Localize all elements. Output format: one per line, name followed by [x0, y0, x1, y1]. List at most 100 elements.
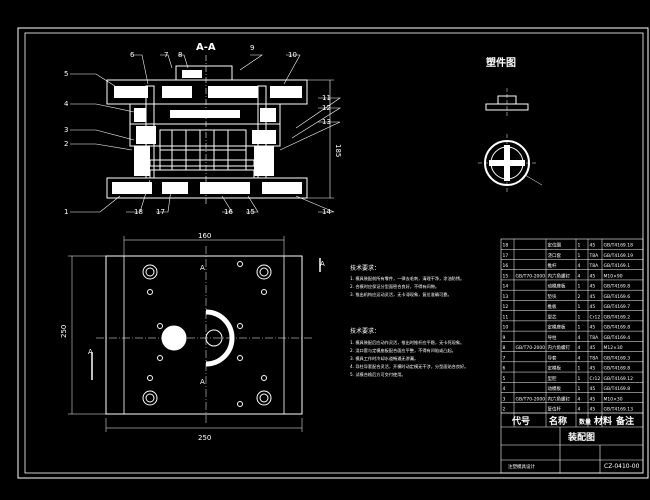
title-row-cell: 4 [578, 407, 581, 413]
callout-18: 18 [134, 208, 143, 216]
plan-marker-a-3: A [200, 264, 205, 272]
title-row-cell: 6 [503, 366, 506, 372]
title-row-cell: 定模板 [548, 365, 562, 372]
title-row-cell: 复位杆 [548, 406, 562, 413]
title-row-cell: 型芯 [548, 313, 557, 320]
plan-marker-a-2: A [88, 348, 93, 356]
callout-15: 15 [246, 208, 255, 216]
title-row-cell: GB/T4169.8 [604, 284, 631, 290]
title-row-cell: GB/T4169.1 [604, 263, 631, 269]
title-row-cell: 1 [578, 376, 581, 382]
plan-marker-a-1: A [320, 260, 325, 268]
title-row-cell: 1 [578, 284, 581, 290]
header-qty: 数量 [579, 418, 591, 426]
title-row-cell: 10 [503, 325, 509, 331]
tech-req-1-line: 2. 合模时应保证分型面密合良好，不得有间隙。 [350, 283, 439, 290]
section-view [106, 55, 334, 205]
callout-numbers: 1 2 3 4 5 6 7 8 9 10 11 12 13 14 15 16 1… [64, 44, 331, 216]
title-row-cell: GB/T4169.8 [604, 325, 631, 331]
title-row-cell: 定位圈 [548, 242, 562, 249]
title-row-cell: M10×90 [604, 273, 623, 279]
title-row-cell: 11 [503, 314, 509, 320]
callout-3: 3 [64, 126, 68, 134]
title-row-cell: 45 [590, 325, 596, 331]
title-row-cell: 45 [590, 407, 596, 413]
title-row-cell: 45 [590, 284, 596, 290]
callout-9: 9 [250, 44, 254, 52]
header-code: 代号 [511, 415, 530, 427]
title-row-cell: 45 [590, 396, 596, 402]
title-row-cell: Cr12 [590, 376, 601, 382]
title-row-cell: 垫块 [548, 293, 557, 300]
part-top-view [478, 134, 543, 192]
tech-req-1-line: 1. 模具装配前所有零件，一律去毛刺，清理干净，涂油防锈。 [350, 275, 464, 282]
part-view-title: 塑件图 [486, 56, 516, 69]
title-row-cell: 1 [578, 366, 581, 372]
school-name: 注塑模具设计 [508, 463, 535, 470]
title-row-cell: GB/T70-2000 [516, 345, 546, 351]
title-row-cell: 45 [590, 304, 596, 310]
title-row-cell: T8A [589, 253, 600, 259]
callout-1: 1 [64, 208, 68, 216]
title-row-cell: 4 [578, 335, 581, 341]
plan-dim-left: 250 [60, 325, 68, 338]
title-row-cell: 45 [590, 273, 596, 279]
title-row-cell: T8A [589, 335, 600, 341]
title-row-cell: 定模座板 [548, 324, 566, 331]
title-row-cell: 14 [503, 284, 509, 290]
title-row-cell: 3 [503, 396, 506, 402]
title-row-cell: 45 [590, 386, 596, 392]
tech-req-2-line: 1. 模具装配后应动作灵活，推出时推杆应平稳，无卡死现象。 [350, 339, 464, 346]
title-row-cell: 2 [503, 407, 506, 413]
callout-14: 14 [322, 208, 331, 216]
title-row-cell: 内六角螺钉 [548, 344, 571, 351]
tech-req-2-line: 2. 浇口套与定模座板配合面应平整，不得有凹陷或凸起。 [350, 347, 456, 354]
title-row-cell: 45 [590, 366, 596, 372]
title-row-cell: 4 [578, 355, 581, 361]
title-row-cell: 8 [503, 345, 506, 351]
title-row-cell: GB/T4169.19 [604, 253, 634, 259]
title-row-cell: GB/T70-2000 [516, 396, 546, 402]
header-remark: 备注 [615, 415, 634, 427]
title-row-cell: 内六角螺钉 [548, 272, 571, 279]
title-row-cell: GB/T4169.12 [604, 376, 634, 382]
title-row-cell: 1 [578, 325, 581, 331]
callout-4: 4 [64, 100, 69, 108]
title-row-cell: 12 [503, 304, 509, 310]
title-row-cell: GB/T4169.4 [604, 335, 631, 341]
tech-req-2-line: 3. 模具工作时冷却水道畅通无渗漏。 [350, 355, 418, 362]
title-row-cell: 推板 [548, 303, 557, 310]
title-row-cell: 4 [503, 386, 506, 392]
title-row-cell: GB/T4169.8 [604, 386, 631, 392]
title-row-cell: M12×30 [604, 345, 623, 351]
title-row-cell: 1 [578, 253, 581, 259]
title-row-cell: GB/T4169.3 [604, 355, 631, 361]
outer-frame [17, 27, 649, 479]
tech-req-2-line: 4. 导柱导套配合灵活，开模时动定模无干涉，分型面贴合良好。 [350, 363, 468, 370]
title-row-cell: 5 [503, 376, 506, 382]
tech-req-1-line: 3. 推出机构应运动灵活，无卡滞现象，复位准确可靠。 [350, 291, 452, 298]
title-row-cell: 推杆 [548, 262, 557, 269]
title-row-cell: 9 [503, 335, 506, 341]
title-row-cell: 1 [578, 314, 581, 320]
callout-7: 7 [164, 51, 168, 59]
title-row-cell: GB/T4169.6 [604, 294, 631, 300]
tech-requirements-1: 技术要求： 1. 模具装配前所有零件，一律去毛刺，清理干净，涂油防锈。 2. 合… [350, 264, 464, 298]
callout-2: 2 [64, 140, 68, 148]
title-block-footer [501, 412, 643, 473]
callout-10: 10 [288, 51, 297, 59]
title-row-cell: 浇口套 [548, 252, 562, 259]
title-row-cell: 型腔 [548, 375, 557, 382]
plan-view [68, 236, 321, 432]
title-row-cell: 18 [503, 243, 509, 249]
tech-req-2-title: 技术要求： [350, 327, 380, 335]
tech-requirements-2: 技术要求： 1. 模具装配后应动作灵活，推出时推杆应平稳，无卡死现象。 2. 浇… [350, 327, 468, 378]
title-row-cell: 4 [578, 263, 581, 269]
callout-12: 12 [322, 104, 331, 112]
section-title: A-A [196, 42, 216, 53]
header-name: 名称 [549, 415, 567, 427]
plan-dim-bottom: 250 [198, 434, 211, 442]
title-row-cell: GB/T4169.13 [604, 407, 634, 413]
